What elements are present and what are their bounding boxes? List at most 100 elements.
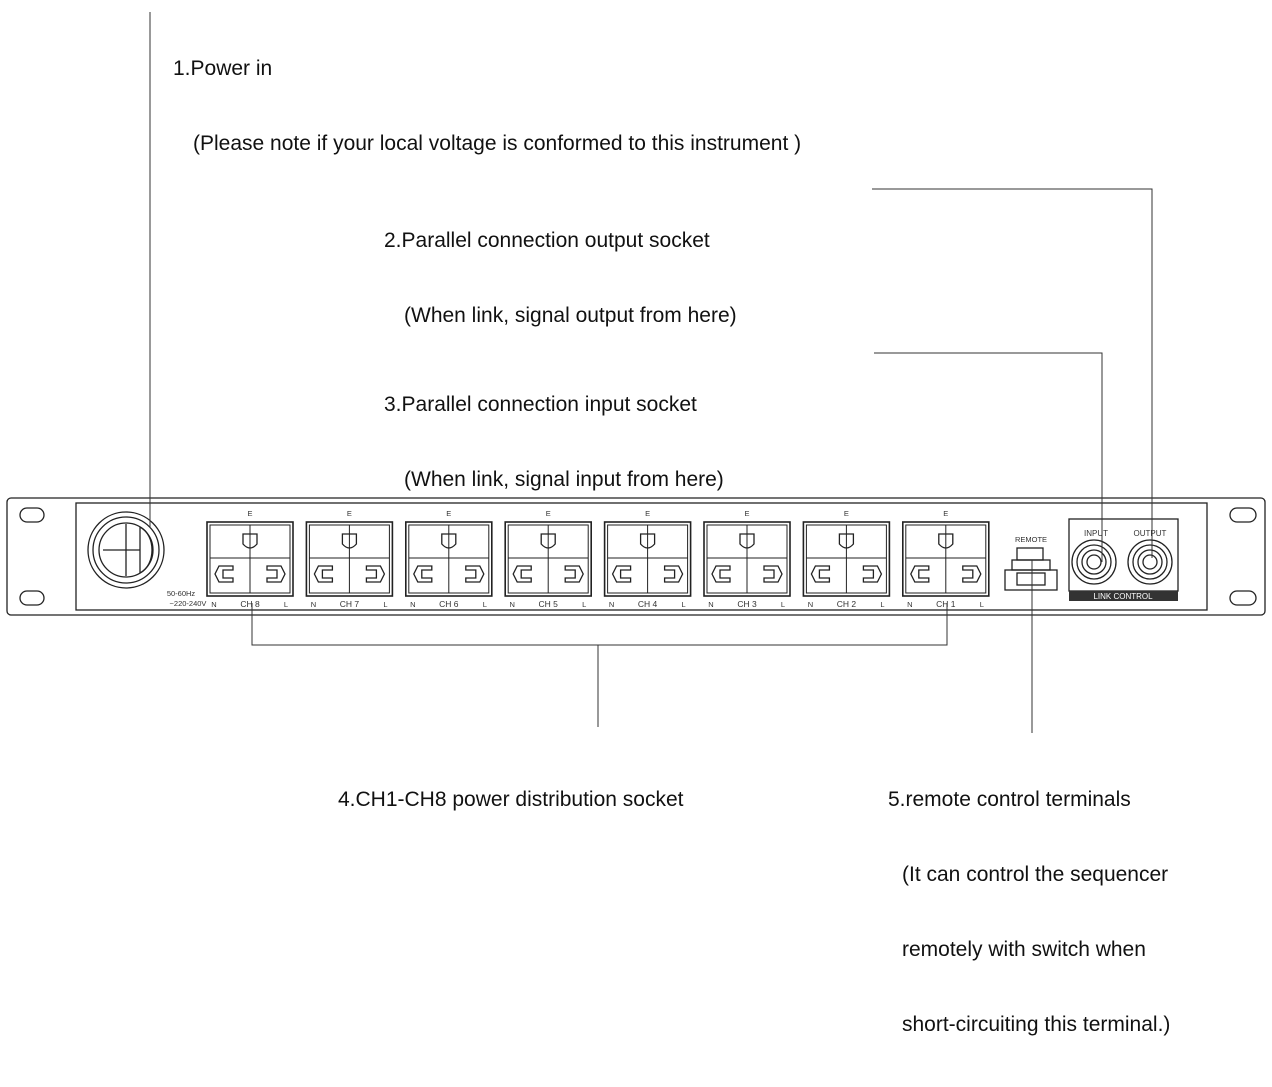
callout-remote-note-3: short-circuiting this terminal.) xyxy=(902,1013,1171,1036)
socket-live-label: L xyxy=(383,600,387,609)
rack-slot-bottom-left xyxy=(19,590,45,606)
output-socket-icon xyxy=(1127,539,1173,585)
earth-pin-icon xyxy=(540,533,556,549)
channel-label: CH 7 xyxy=(340,599,360,609)
callout-power-in-note: (Please note if your local voltage is co… xyxy=(193,132,802,155)
socket-neutral-label: N xyxy=(211,600,216,609)
socket-frame xyxy=(802,521,891,597)
rack-frame xyxy=(6,497,1266,616)
output-label: OUTPUT xyxy=(1134,529,1167,538)
socket-earth-label: E xyxy=(546,509,551,518)
callout-remote-note-1: (It can control the sequencer xyxy=(902,863,1169,886)
socket-neutral-label: N xyxy=(509,600,514,609)
socket-neutral-label: N xyxy=(609,600,614,609)
leader-input-socket xyxy=(874,352,1103,562)
power-rating-voltage: ~220-240V xyxy=(170,599,207,608)
socket-live-label: L xyxy=(781,600,785,609)
socket-frame xyxy=(703,521,791,597)
channel-label: CH 4 xyxy=(638,599,658,609)
input-label: INPUT xyxy=(1084,529,1108,538)
input-socket-icon xyxy=(1071,539,1117,585)
channel-label: CH 1 xyxy=(936,599,956,609)
live-pin-icon xyxy=(962,565,982,583)
callout-remote-title: 5.remote control terminals xyxy=(888,788,1131,811)
link-control-bar xyxy=(1069,591,1178,601)
earth-pin-icon xyxy=(639,533,656,549)
channel-label: CH 5 xyxy=(539,599,559,609)
channel-label: CH 6 xyxy=(439,599,459,609)
socket-live-label: L xyxy=(582,600,586,609)
socket-live-label: L xyxy=(483,600,487,609)
socket-frame xyxy=(504,521,593,597)
neutral-pin-icon xyxy=(413,565,433,583)
live-pin-icon xyxy=(763,565,783,583)
rack-slot-bottom-right xyxy=(1229,590,1257,606)
callout-distribution-title: 4.CH1-CH8 power distribution socket xyxy=(338,788,684,811)
remote-terminal-icon xyxy=(1004,547,1058,591)
callout-output-title: 2.Parallel connection output socket xyxy=(384,229,710,252)
socket-frame xyxy=(305,521,394,597)
live-pin-icon xyxy=(465,565,485,583)
callout-input-title: 3.Parallel connection input socket xyxy=(384,393,697,416)
callout-output-socket: 2.Parallel connection output socket (Whe… xyxy=(384,178,737,378)
callout-output-note: (When link, signal output from here) xyxy=(404,304,737,327)
callout-distribution: 4.CH1-CH8 power distribution socket xyxy=(338,737,683,862)
socket-earth-label: E xyxy=(347,509,352,518)
neutral-pin-icon xyxy=(910,565,930,583)
socket-live-label: L xyxy=(880,600,884,609)
earth-pin-icon xyxy=(739,533,755,549)
channel-label: CH 8 xyxy=(240,599,260,609)
channel-socket: E N L CH 4 xyxy=(603,509,692,609)
socket-neutral-label: N xyxy=(907,600,912,609)
live-pin-icon xyxy=(663,565,684,583)
callout-power-in-title: 1.Power in xyxy=(173,57,273,80)
socket-frame xyxy=(206,521,294,597)
callout-power-in: 1.Power in (Please note if your local vo… xyxy=(173,6,801,206)
live-pin-icon xyxy=(862,565,883,583)
neutral-pin-icon xyxy=(611,565,632,583)
neutral-pin-icon xyxy=(512,565,532,583)
socket-earth-label: E xyxy=(744,509,749,518)
channel-sockets: E N L CH 8 E N L CH 7 E N L CH 6 E N L CH 5 E N L CH 4 E N L CH… xyxy=(206,509,990,609)
socket-live-label: L xyxy=(284,600,288,609)
socket-frame xyxy=(901,521,990,597)
socket-frame xyxy=(603,521,692,597)
remote-label: REMOTE xyxy=(1015,535,1047,544)
channel-socket: E N L CH 3 xyxy=(703,509,791,609)
live-pin-icon xyxy=(564,565,584,583)
callout-input-note: (When link, signal input from here) xyxy=(404,468,724,491)
socket-earth-label: E xyxy=(943,509,948,518)
power-inlet-icon xyxy=(87,511,165,589)
socket-live-label: L xyxy=(682,600,686,609)
channel-label: CH 3 xyxy=(737,599,757,609)
socket-neutral-label: N xyxy=(410,600,415,609)
earth-pin-icon xyxy=(838,533,855,549)
live-pin-icon xyxy=(365,565,386,583)
callout-input-socket: 3.Parallel connection input socket (When… xyxy=(384,342,724,542)
earth-pin-icon xyxy=(242,533,258,549)
diagram-stage: 1.Power in (Please note if your local vo… xyxy=(6,6,1266,1036)
front-panel xyxy=(75,502,1208,611)
rack-panel-drawing: E N L CH 8 E N L CH 7 E N L CH 6 E N L CH 5 E N L CH 4 E N L CH… xyxy=(6,12,1266,733)
channel-socket: E N L CH 8 xyxy=(206,509,294,609)
neutral-pin-icon xyxy=(214,565,234,583)
rack-slot-top-right xyxy=(1229,507,1257,523)
socket-neutral-label: N xyxy=(708,600,713,609)
earth-pin-icon xyxy=(341,533,358,549)
rack-slot-top-left xyxy=(19,507,45,523)
channel-socket: E N L CH 7 xyxy=(305,509,394,609)
leader-output-socket xyxy=(872,188,1153,558)
socket-neutral-label: N xyxy=(311,600,316,609)
socket-earth-label: E xyxy=(247,509,252,518)
neutral-pin-icon xyxy=(313,565,334,583)
channel-label: CH 2 xyxy=(837,599,857,609)
power-rating-frequency: 50-60Hz xyxy=(167,589,196,598)
channel-socket: E N L CH 5 xyxy=(504,509,593,609)
socket-earth-label: E xyxy=(645,509,650,518)
socket-frame xyxy=(404,521,493,597)
live-pin-icon xyxy=(266,565,286,583)
earth-pin-icon xyxy=(938,533,954,549)
